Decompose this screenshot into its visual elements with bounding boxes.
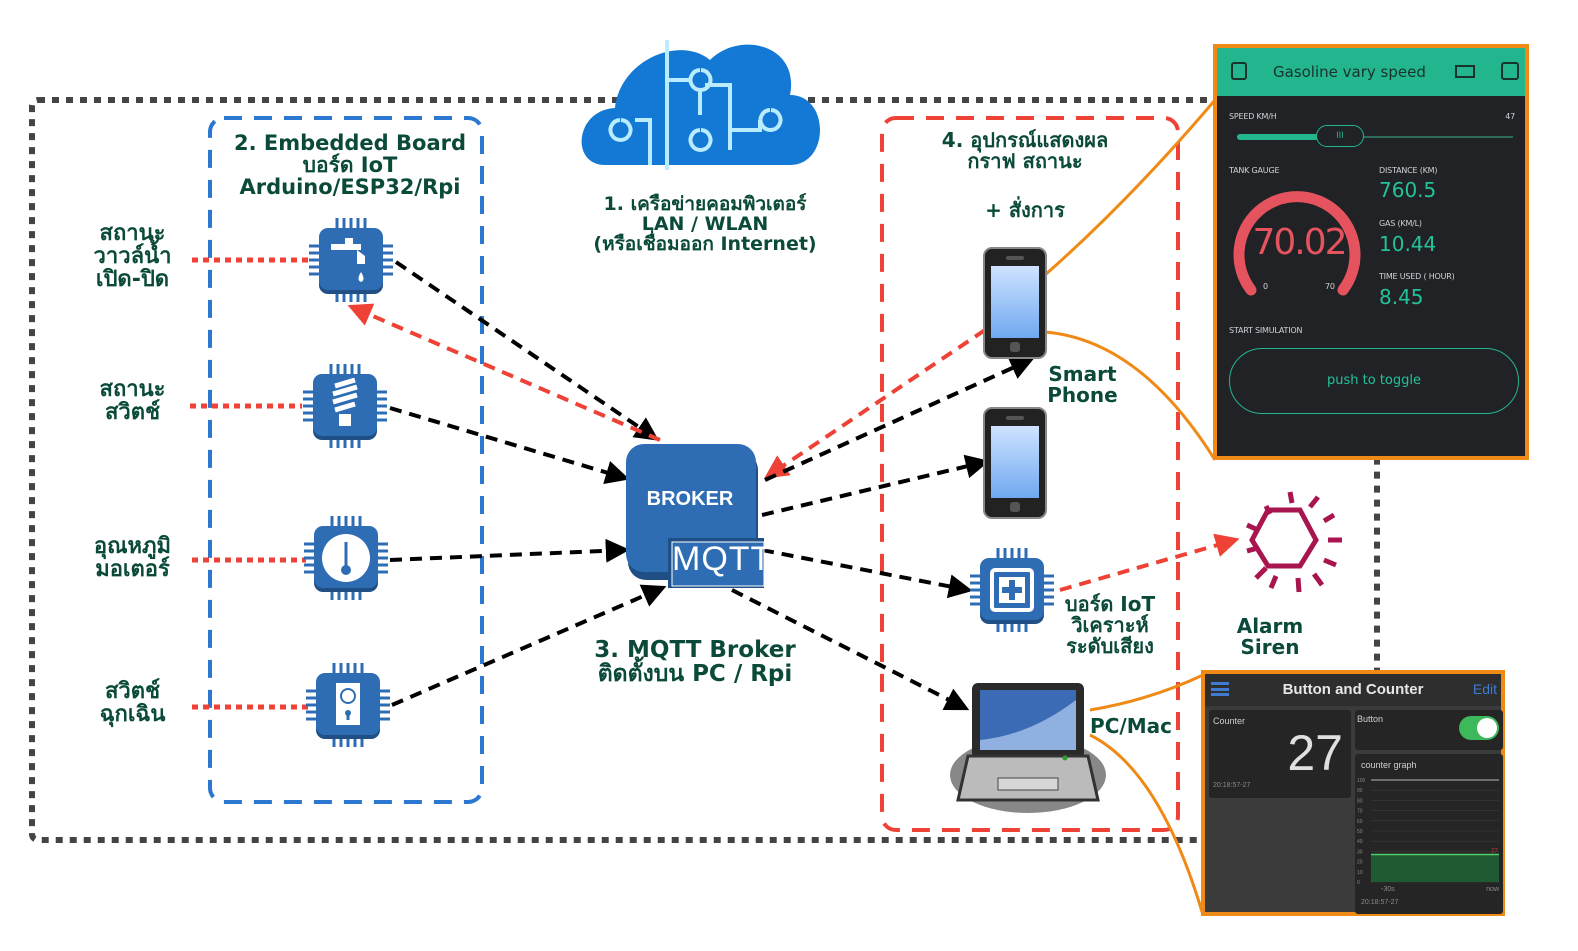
counter-label: Counter (1213, 716, 1246, 726)
time-used-label: TIME USED ( HOUR) (1379, 272, 1455, 281)
speed-value: 47 (1505, 112, 1515, 121)
system-boundary (29, 97, 1380, 843)
emergency-switch-chip-icon (306, 663, 390, 747)
push-to-toggle-button[interactable]: push to toggle (1229, 348, 1519, 414)
graph-y-tick: 80 (1357, 798, 1363, 804)
graph-y-tick: 0 (1357, 880, 1360, 886)
mqtt-tag: MQTT (672, 540, 773, 578)
cloud-circuit-icon (581, 40, 820, 170)
graph-label: counter graph (1361, 760, 1417, 770)
edit-button[interactable]: Edit (1472, 681, 1497, 697)
counter-app-title: Button and Counter (1282, 681, 1424, 698)
graph-x-start: -30s (1381, 886, 1395, 893)
speed-slider[interactable]: III (1237, 125, 1513, 147)
graph-y-tick: 60 (1357, 819, 1363, 825)
counter-app-panel: Button and Counter Edit Counter 27 20:18… (1201, 670, 1505, 916)
laptop-icon (950, 683, 1106, 813)
alarm-siren-label: Alarm Siren (1236, 614, 1304, 659)
display-command-label: + สั่งการ (985, 198, 1065, 222)
device-label-switch: สถานะ สวิตช์ (99, 377, 166, 426)
thermometer-chip-icon (304, 516, 388, 600)
button-card: Button (1355, 710, 1503, 750)
exit-icon[interactable] (1231, 62, 1247, 80)
smartphone-label: Smart Phone (1047, 362, 1118, 407)
device-icon[interactable] (1455, 65, 1475, 78)
graph-y-tick: 50 (1357, 829, 1363, 835)
speed-label: SPEED KM/H (1229, 112, 1277, 121)
water-tap-chip-icon (309, 218, 393, 302)
time-used-value: 8.45 (1379, 285, 1424, 309)
graph-y-tick: 40 (1357, 839, 1363, 845)
graph-x-end: now (1486, 886, 1499, 893)
mqtt-broker-icon (626, 444, 765, 588)
device-label-emergency: สวิตช์ ฉุกเฉิน (99, 679, 166, 728)
menu-icon[interactable] (1211, 682, 1229, 696)
broker-label: 3. MQTT Broker ติดตั้งบน PC / Rpi (594, 637, 796, 688)
graph-area (1371, 854, 1499, 882)
broker-box-label: BROKER (646, 488, 734, 510)
gas-label: GAS (KM/L) (1379, 219, 1422, 228)
embedded-group-border (208, 116, 484, 804)
medical-cross-chip-icon (970, 548, 1054, 632)
tank-gauge-max: 70 (1325, 282, 1335, 291)
iot-board-sound-label: บอร์ด IoT วิเคราะห์ ระดับเสียง (1064, 592, 1156, 658)
pc-mac-label: PC/Mac (1090, 714, 1172, 738)
embedded-board-label: 2. Embedded Board บอร์ด IoT Arduino/ESP3… (233, 131, 467, 200)
counter-value: 27 (1287, 725, 1343, 781)
counter-app-header: Button and Counter Edit (1205, 674, 1501, 706)
blynk-header: Gasoline vary speed (1217, 48, 1525, 96)
button-label: Button (1357, 714, 1384, 724)
speed-slider-fill (1237, 134, 1338, 140)
distance-value: 760.5 (1379, 178, 1437, 202)
smartphone-icon-2 (983, 407, 1047, 519)
tank-gauge-min: 0 (1263, 282, 1268, 291)
blynk-app-panel: Gasoline vary speed SPEED KM/H 47 III TA… (1213, 44, 1529, 460)
toggle-knob (1477, 718, 1497, 738)
button-toggle-switch[interactable] (1459, 716, 1499, 740)
counter-timestamp: 20:18:57-27 (1213, 782, 1251, 789)
tank-gauge (1233, 191, 1361, 296)
alarm-siren-icon (1245, 491, 1342, 593)
network-label: 1. เครือข่ายคอมพิวเตอร์ LAN / WLAN (หรือ… (593, 193, 817, 255)
graph-y-tick: 10 (1357, 870, 1363, 876)
display-group-label: 4. อุปกรณ์แสดงผล กราฟ สถานะ (941, 128, 1109, 173)
distance-label: DISTANCE (KM) (1379, 166, 1438, 175)
device-label-valve: สถานะ วาวล์น้ำ เปิด-ปิด (93, 221, 172, 293)
smartphone-icon (983, 247, 1047, 359)
start-simulation-label: START SIMULATION (1229, 326, 1303, 335)
graph-y-tick: 20 (1357, 860, 1363, 866)
graph-timestamp: 20:18:57-27 (1361, 899, 1399, 906)
gas-value: 10.44 (1379, 232, 1437, 256)
graph-y-tick: 30 (1357, 849, 1363, 855)
blynk-title: Gasoline vary speed (1273, 63, 1426, 81)
graph-last-value: 27 (1491, 848, 1498, 854)
tank-gauge-value: 70.02 (1252, 222, 1347, 263)
graph-y-tick: 70 (1357, 809, 1363, 815)
graph-y-tick: 90 (1357, 788, 1363, 794)
device-label-temperature: อุณหภูมิ มอเตอร์ (93, 534, 172, 583)
counter-card: Counter 27 20:18:57-27 (1209, 710, 1351, 798)
stop-icon[interactable] (1501, 62, 1519, 80)
speed-slider-handle[interactable]: III (1315, 125, 1364, 147)
graph-y-tick: 100 (1357, 778, 1366, 784)
tank-gauge-label: TANK GAUGE (1229, 166, 1280, 175)
light-bulb-chip-icon (303, 364, 387, 448)
